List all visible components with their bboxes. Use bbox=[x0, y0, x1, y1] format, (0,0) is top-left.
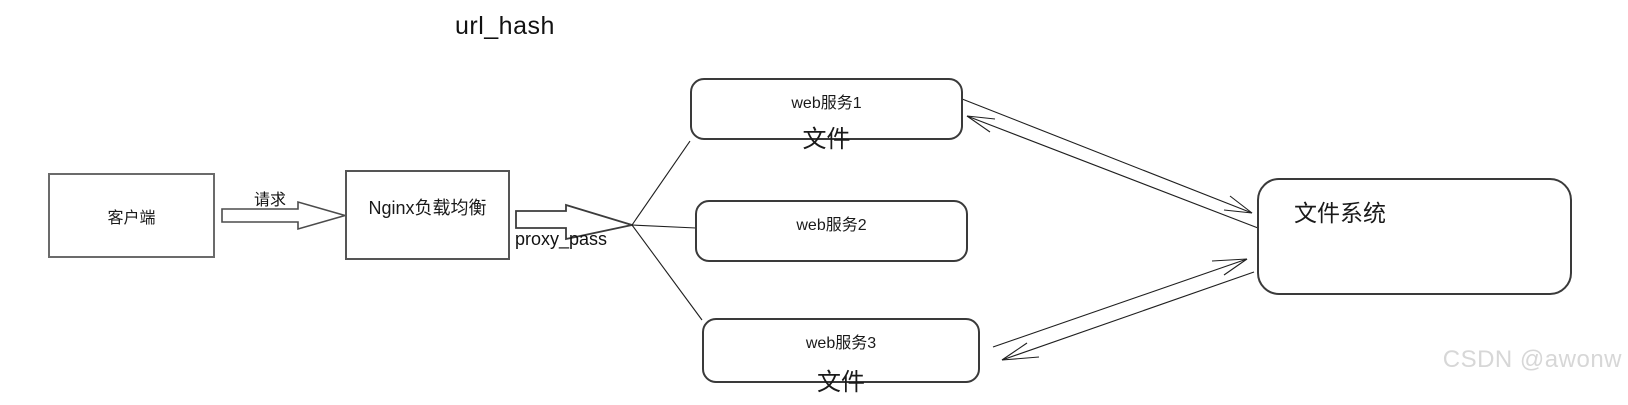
web1-filesystem-arrows bbox=[956, 96, 1259, 229]
fanout-lines bbox=[631, 140, 703, 321]
request-edge-label: 请求 bbox=[253, 192, 286, 209]
request-arrow bbox=[221, 200, 348, 231]
csdn-watermark: CSDN @awonw bbox=[1442, 346, 1622, 373]
proxy-pass-arrow bbox=[515, 203, 633, 241]
web-server-3-node: web服务3 文件 bbox=[702, 318, 980, 396]
web-server-1-file-label: 文件 bbox=[802, 125, 851, 153]
web-server-3-file-label: 文件 bbox=[817, 368, 865, 396]
web-server-1-label: web服务1 bbox=[791, 95, 862, 112]
proxy-pass-edge-label: proxy_pass bbox=[515, 229, 608, 249]
diagram-title: url_hash bbox=[455, 12, 555, 40]
filesystem-node: 文件系统 bbox=[1257, 178, 1572, 295]
nginx-label: Nginx负载均衡 bbox=[368, 198, 487, 218]
web3-filesystem-arrows bbox=[992, 258, 1255, 361]
filesystem-label: 文件系统 bbox=[1294, 200, 1386, 226]
web-server-2-label: web服务2 bbox=[796, 217, 867, 234]
nginx-load-balancer-node: Nginx负载均衡 bbox=[345, 170, 510, 260]
web-server-1-node: web服务1 文件 bbox=[690, 78, 963, 153]
client-label: 客户端 bbox=[107, 209, 156, 227]
web-server-2-node: web服务2 bbox=[695, 200, 968, 262]
client-node: 客户端 bbox=[48, 173, 215, 258]
web-server-3-label: web服务3 bbox=[805, 335, 877, 352]
